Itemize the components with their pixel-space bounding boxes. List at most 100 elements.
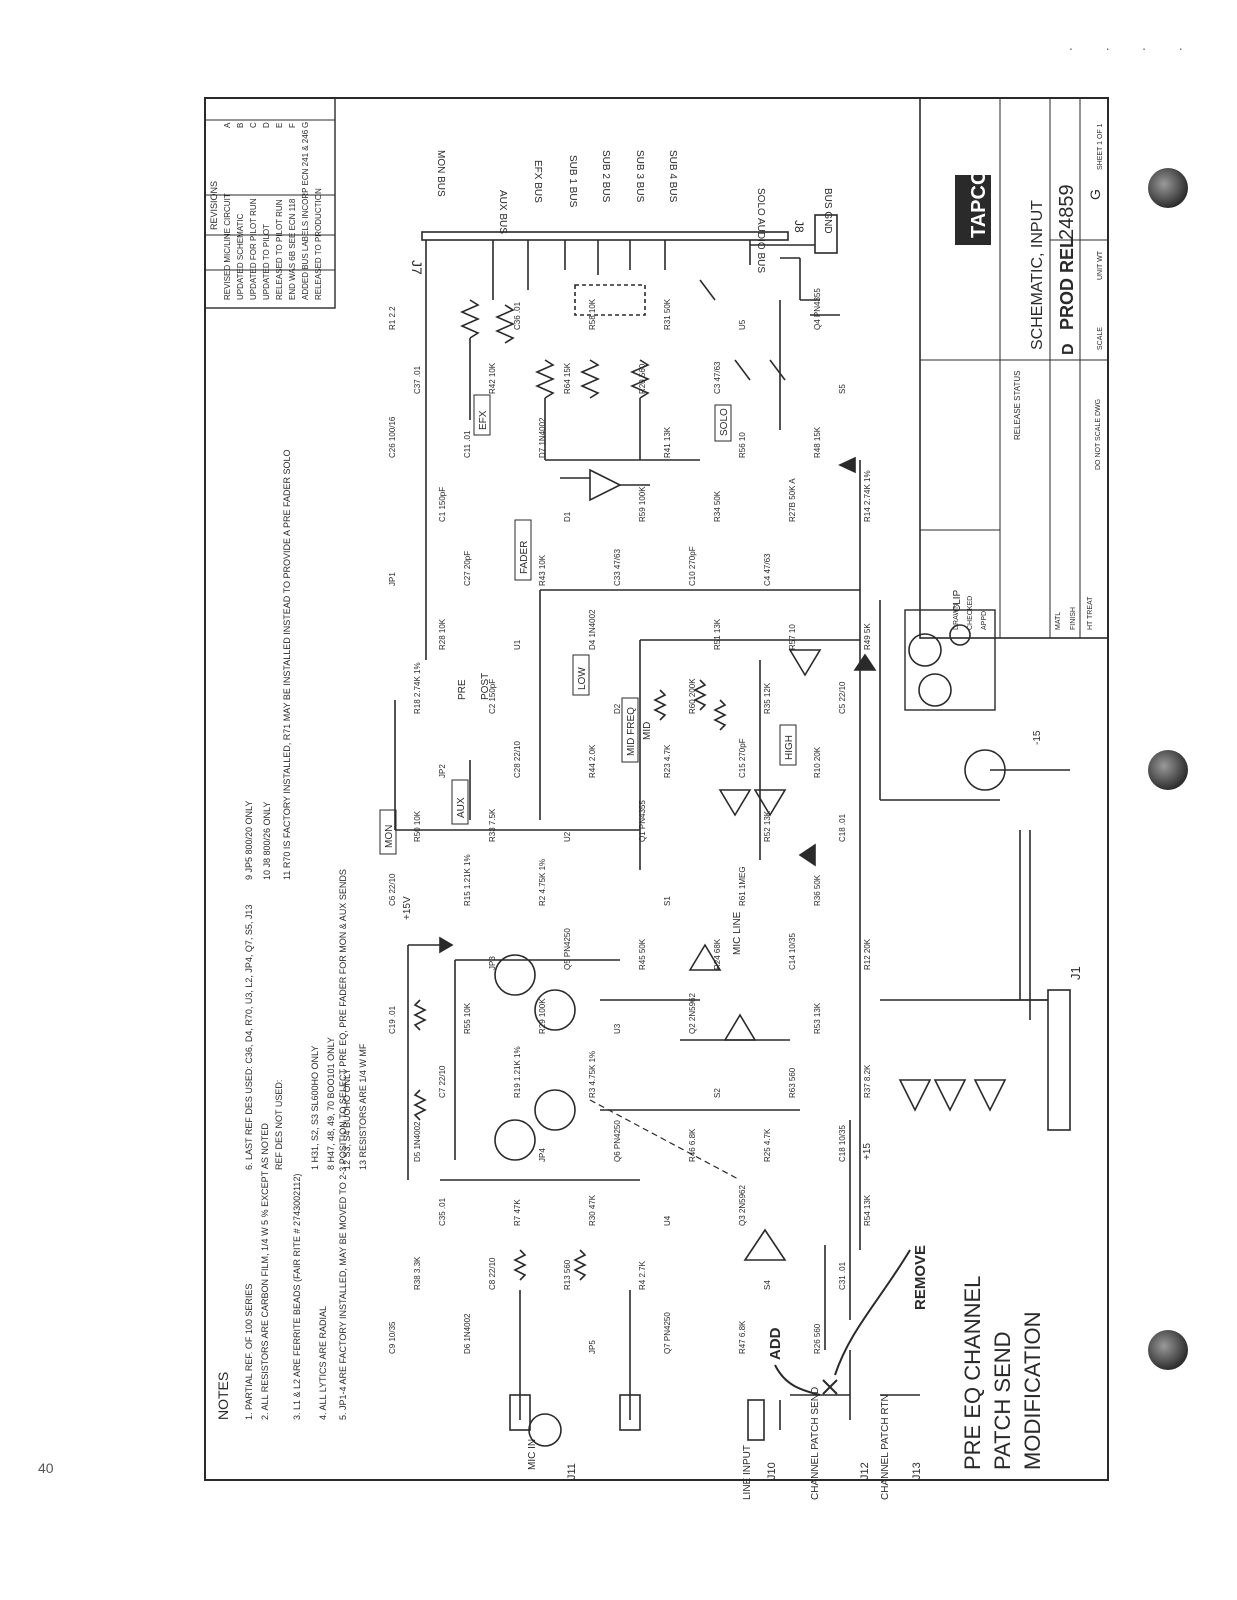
revision-letter-cell: E — [275, 123, 284, 128]
bus-section — [421, 214, 840, 660]
mod-title-line3: MODIFICATION — [1020, 1312, 1045, 1470]
connector-j7: J7 — [409, 260, 425, 275]
component-ref-label: C3 47/63 — [713, 361, 722, 394]
note-4: 4. ALL LYTICS ARE RADIAL — [318, 1306, 328, 1420]
component-ref-label: C15 270pF — [738, 738, 747, 778]
component-ref-label: R33 7.5K — [488, 808, 497, 842]
connector-j13: J13 — [911, 1462, 923, 1480]
mod-add-label: ADD — [767, 1327, 784, 1360]
label-clip: CLIP — [952, 589, 963, 612]
component-ref-label: R42 10K — [488, 362, 497, 394]
revision-description-cell: END WAS 6B SEE ECN 118 — [288, 198, 297, 300]
component-ref-label: D5 1N4002 — [413, 1121, 422, 1162]
component-ref-label: C9 10/35 — [388, 1321, 397, 1354]
component-ref-label: C18 10/35 — [838, 1125, 847, 1162]
component-ref-label: C35 .01 — [438, 1197, 447, 1226]
component-ref-label: Q1 PN4355 — [638, 800, 647, 842]
connector-labels: MIC IN J11 LINE INPUT J10 CHANNEL PATCH … — [527, 966, 1083, 1500]
revision-letter-cell: D — [262, 122, 271, 128]
component-ref-label: R23 4.7K — [663, 744, 672, 778]
revision-description-cell: REVISED MIC/LINE CIRCUIT — [223, 193, 232, 300]
component-ref-label: JP4 — [538, 1148, 547, 1162]
bus-label-gnd: BUS GND — [822, 188, 833, 234]
note-14: 11 R70 IS FACTORY INSTALLED, R71 MAY BE … — [282, 450, 292, 880]
binder-hole-top — [1148, 168, 1188, 208]
component-ref-label: R1 2.2 — [388, 306, 397, 330]
q2-body — [534, 1089, 576, 1131]
checked-label: CHECKED — [967, 596, 974, 630]
label-mic-line: MIC LINE — [732, 911, 743, 955]
component-ref-label: JP1 — [388, 572, 397, 586]
component-ref-label: R13 560 — [563, 1259, 572, 1290]
release-status: RELEASE STATUS — [1013, 371, 1022, 441]
component-ref-label: R64 15K — [563, 362, 572, 394]
component-ref-label: D7 1N4002 — [538, 417, 547, 458]
revision-letter-cell: G — [301, 122, 310, 128]
component-ref-label: R41 13K — [663, 426, 672, 458]
note-6: 6. LAST REF DES USED: C36, D4, R70, U3, … — [244, 905, 254, 1170]
component-ref-label: U4 — [663, 1215, 672, 1226]
component-ref-label: C7 22/10 — [438, 1065, 447, 1098]
component-ref-label: JP3 — [488, 956, 497, 970]
label-patch-send: CHANNEL PATCH SEND — [810, 1387, 821, 1500]
bus-label-aux: AUX BUS — [497, 190, 508, 234]
note-9: 8 H47, 48, 49, 70 BOO101 ONLY — [326, 1037, 336, 1170]
revision-description-cell: ADDED BUS LABELS INCORP ECN 241 & 246 — [301, 129, 310, 300]
component-ref-label: D2 — [613, 703, 622, 714]
revision-description-cell: RELEASED TO PRODUCTION — [314, 188, 323, 300]
component-ref-label: R12 20K — [863, 938, 872, 970]
component-ref-label: R31 50K — [663, 298, 672, 330]
component-ref-label: C6 22/10 — [388, 873, 397, 906]
mod-title-line1: PRE EQ CHANNEL — [960, 1276, 985, 1470]
component-ref-label: R19 1.21K 1% — [513, 1046, 522, 1098]
connector-j11: J11 — [566, 1463, 578, 1480]
component-ref-label: R52 13K — [763, 810, 772, 842]
component-ref-label: C14 10/35 — [788, 933, 797, 970]
sheet-border — [204, 97, 1109, 1481]
component-ref-label: D6 1N4002 — [463, 1313, 472, 1354]
note-5: 5. JP1-4 ARE FACTORY INSTALLED, MAY BE M… — [338, 869, 348, 1420]
label-supply-pos-short: +15 — [862, 1143, 873, 1160]
component-ref-label: C27 20pF — [463, 551, 472, 586]
note-12: 9 JP5 800/20 ONLY — [244, 801, 254, 880]
handwritten-note: PRE EQ CHANNEL PATCH SEND MODIFICATION R… — [767, 1245, 1045, 1470]
component-ref-label: R60 200K — [688, 678, 697, 714]
component-ref-label: R27B 50K A — [788, 478, 797, 522]
component-ref-label: Q4 PN4355 — [813, 288, 822, 330]
revision-description-cell: UPDATED SCHEMATIC — [236, 213, 245, 300]
component-ref-label: R61 1MEG — [738, 866, 747, 906]
component-ref-label: C31 .01 — [838, 1261, 847, 1290]
note-7: REF DES NOT USED: — [274, 1080, 284, 1170]
component-ref-label: R36 50K — [813, 874, 822, 906]
component-ref-label: R46 6.8K — [688, 1128, 697, 1162]
note-2: 2. ALL RESISTORS ARE CARBON FILM, 1/4 W … — [260, 1123, 270, 1420]
revision-letter-cell: A — [223, 122, 232, 128]
label-line-input: LINE INPUT — [742, 1445, 753, 1500]
j1-connector-body — [1047, 989, 1071, 1131]
revisions-title: REVISIONS — [209, 181, 219, 230]
component-ref-label: R63 560 — [788, 1067, 797, 1098]
component-ref-label: R4 2.7K — [638, 1260, 647, 1290]
component-ref-label: C10 270pF — [688, 546, 697, 586]
bus-label-sub1: SUB 1 BUS — [567, 155, 578, 208]
component-ref-label: C1 150pF — [438, 487, 447, 522]
revision-description-cell: RELEASED TO PILOT RUN — [275, 199, 284, 300]
label-fader: FADER — [519, 541, 530, 574]
bus-label-solo: SOLO AUDIO BUS — [755, 188, 766, 273]
component-ref-label: C5 22/10 — [838, 681, 847, 714]
q4-body — [494, 954, 536, 996]
component-ref-label: U5 — [738, 319, 747, 330]
component-ref-label: R25 4.7K — [763, 1128, 772, 1162]
component-ref-label: C4 47/63 — [763, 553, 772, 586]
component-ref-label: JP5 — [588, 1340, 597, 1354]
component-ref-label: S2 — [713, 1088, 722, 1098]
label-pre: PRE — [457, 679, 468, 700]
component-ref-label: Q2 2N5962 — [688, 993, 697, 1034]
component-ref-label: Q6 PN4250 — [613, 1120, 622, 1162]
component-ref-label: D4 1N4002 — [588, 609, 597, 650]
bus-label-efx: EFX BUS — [532, 160, 543, 203]
component-ref-label: R10 20K — [813, 746, 822, 778]
do-not-scale: DO NOT SCALE DWG — [1095, 399, 1102, 470]
component-ref-label: R18 2.74K 1% — [413, 662, 422, 714]
mod-remove-label: REMOVE — [912, 1245, 929, 1310]
